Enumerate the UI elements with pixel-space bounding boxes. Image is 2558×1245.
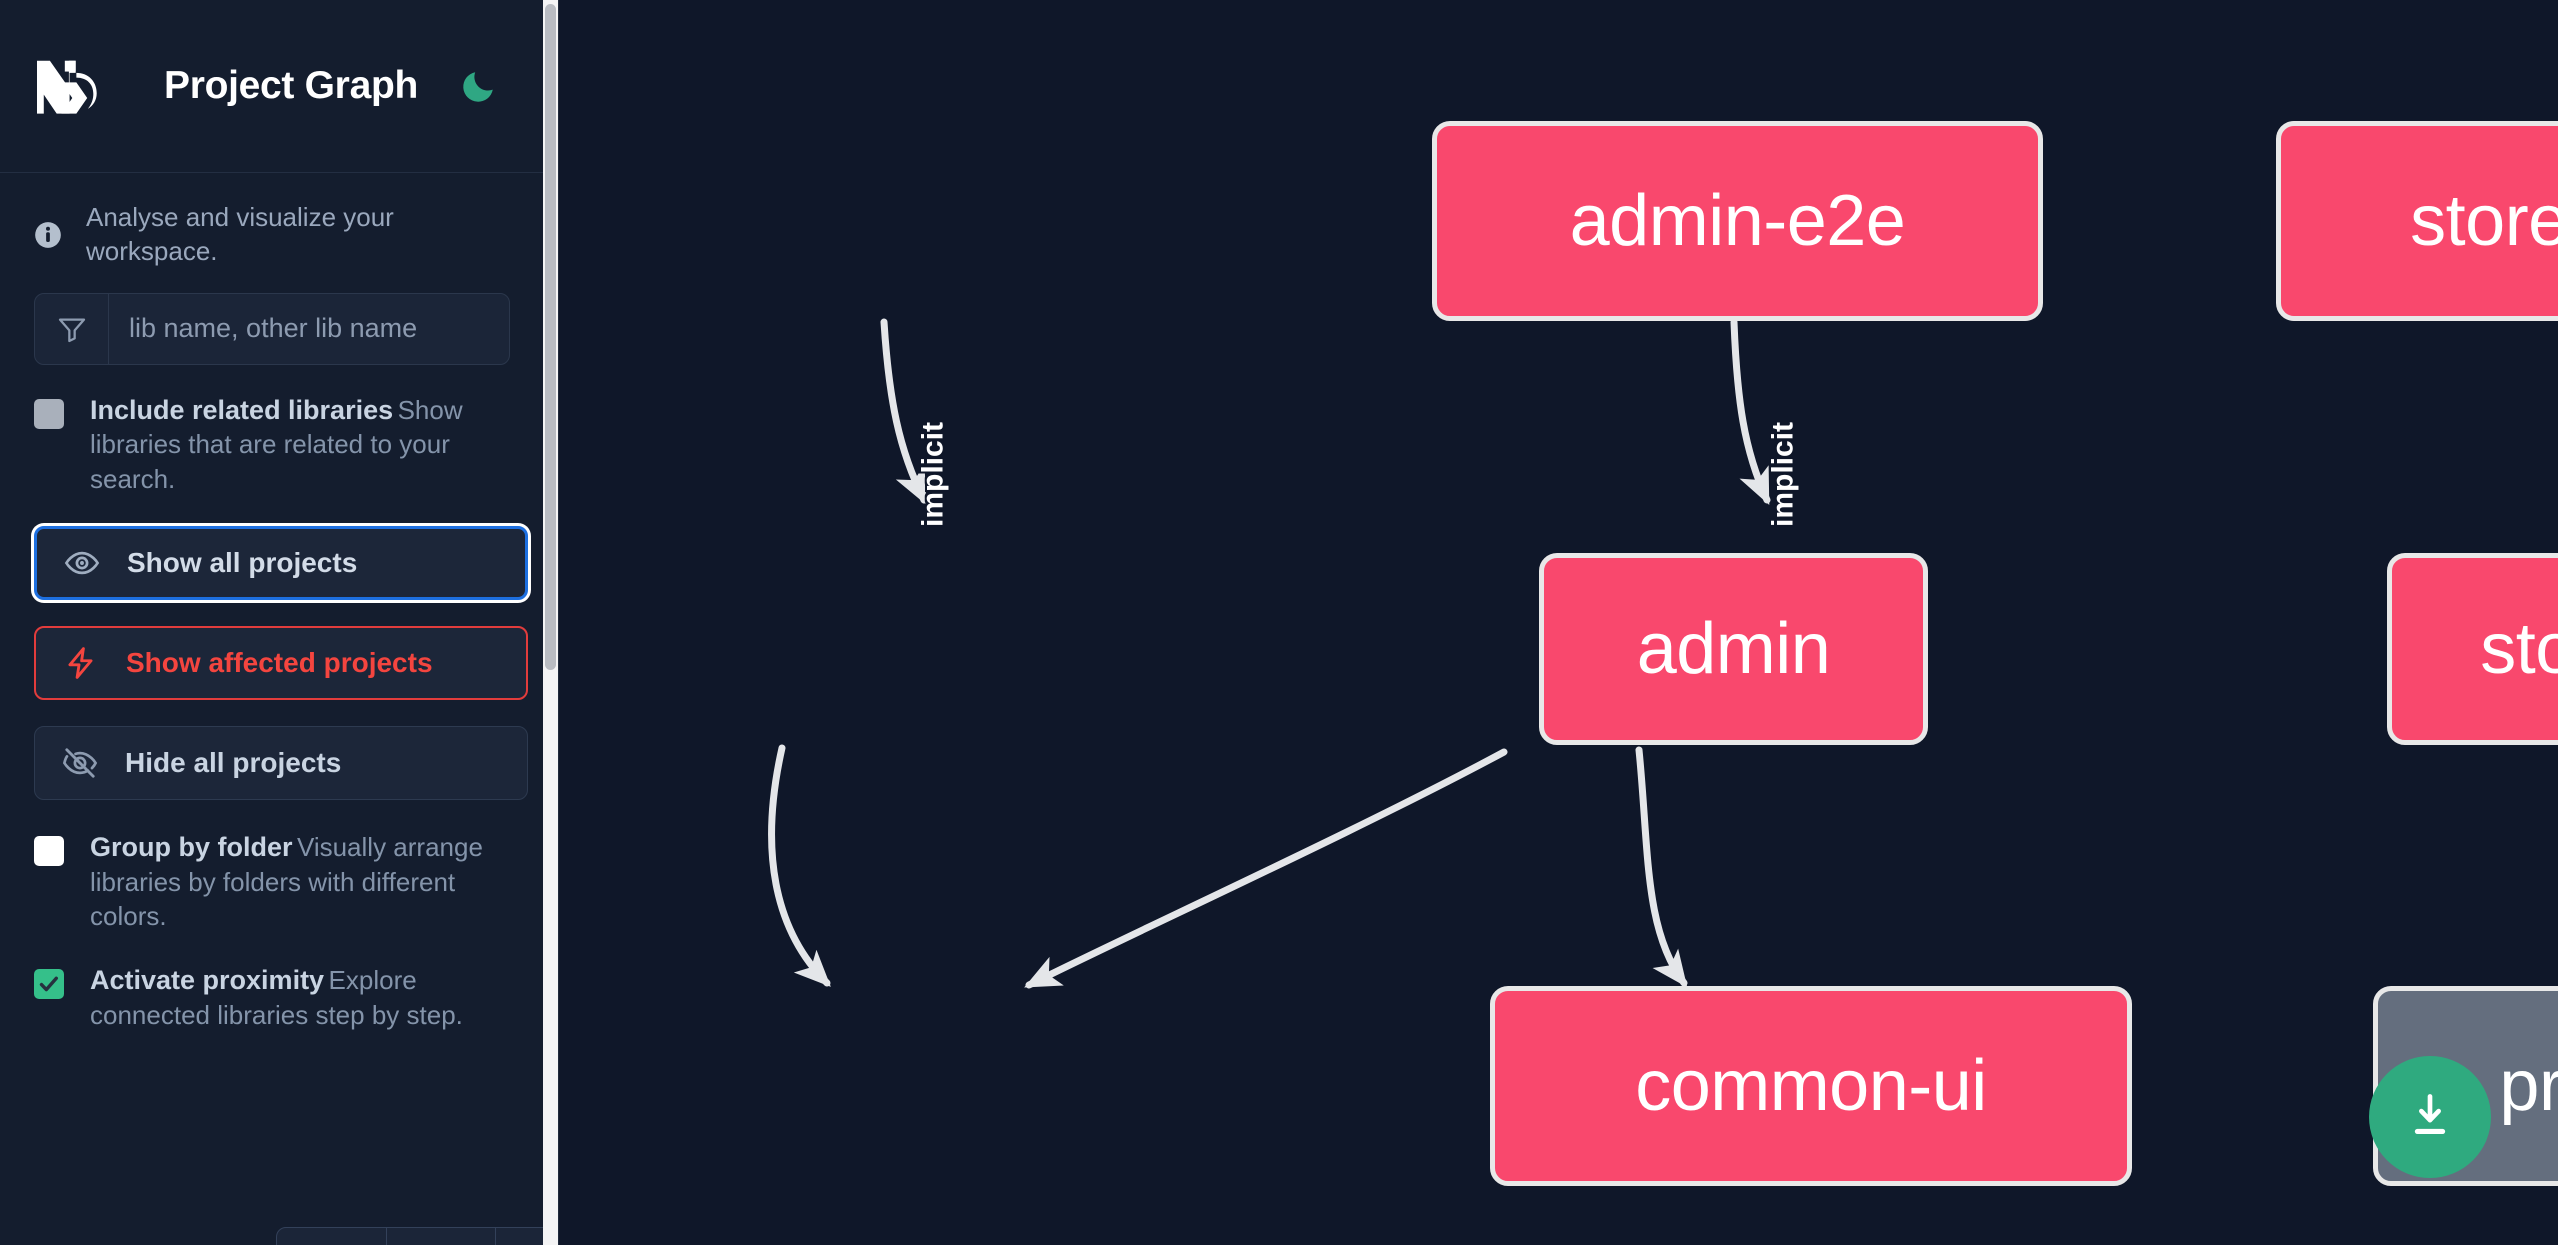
eye-slash-icon — [61, 744, 99, 782]
graph-node-label: products — [2499, 1046, 2558, 1126]
edge-label-store-e2e-store: implicit — [1766, 422, 1800, 528]
edge-label-admin-e2e-admin: implicit — [916, 422, 950, 528]
graph-node-label: common-ui — [1635, 1046, 1987, 1126]
segmented-option-2[interactable] — [387, 1228, 497, 1245]
graph-node-label: store — [2480, 609, 2558, 689]
option-activate-proximity[interactable]: Activate proximity Explore connected lib… — [34, 963, 510, 1032]
sidebar: Project Graph Analyse and visualize yo — [0, 0, 559, 1245]
option-label: Include related libraries — [90, 394, 394, 425]
workspace-info: Analyse and visualize your workspace. — [0, 173, 544, 293]
graph-node-label: admin-e2e — [1569, 181, 1906, 261]
checkbox-include-related-libraries[interactable] — [34, 398, 64, 429]
checkbox-group-by-folder[interactable] — [34, 835, 64, 866]
show-all-projects-button[interactable]: Show all projects — [34, 525, 528, 600]
edge-store-common-ui — [1024, 748, 1508, 989]
project-graph-canvas[interactable]: admin-e2e store-e2e admin store common-ui pro… — [559, 0, 2558, 1245]
show-affected-projects-button[interactable]: Show affected projects — [34, 625, 528, 700]
option-label: Group by folder — [90, 831, 293, 862]
graph-node-admin-e2e[interactable]: admin-e2e — [1432, 121, 2043, 321]
graph-edges — [768, 318, 1771, 989]
show-affected-projects-label: Show affected projects — [126, 646, 433, 678]
sidebar-scroll-region: Project Graph Analyse and visualize yo — [0, 0, 544, 1245]
option-label: Activate proximity — [90, 965, 325, 996]
graph-node-label: admin — [1636, 609, 1831, 689]
nx-logo-icon — [34, 58, 116, 115]
hide-all-projects-label: Hide all projects — [125, 746, 342, 778]
moon-icon[interactable] — [458, 65, 500, 107]
hide-all-projects-button[interactable]: Hide all projects — [34, 725, 528, 800]
sidebar-body: Include related libraries Show libraries… — [0, 292, 544, 1033]
graph-node-label: store-e2e — [2410, 181, 2558, 261]
option-group-by-folder[interactable]: Group by folder Visually arrange librari… — [34, 830, 510, 933]
info-circle-icon — [34, 221, 62, 249]
option-description: Visually arrange libraries by folders wi… — [90, 831, 483, 932]
download-graph-button[interactable] — [2369, 1056, 2491, 1178]
option-description: Explore connected libraries step by step… — [90, 965, 463, 1031]
lightning-bolt-icon — [62, 644, 100, 682]
graph-node-admin[interactable]: admin — [1539, 553, 1928, 745]
edge-admin-common-ui — [768, 744, 831, 987]
edge-store-products — [1635, 746, 1688, 988]
option-description: Show libraries that are related to your … — [90, 394, 463, 494]
graph-node-common-ui[interactable]: common-ui — [1490, 986, 2132, 1186]
proximity-segmented-control[interactable] — [276, 1227, 544, 1245]
show-all-projects-label: Show all projects — [127, 546, 358, 578]
sidebar-scrollbar-thumb[interactable] — [545, 4, 556, 670]
search-input[interactable] — [109, 293, 509, 364]
edge-store-e2e-store — [1730, 318, 1771, 505]
segmented-option-1[interactable] — [277, 1228, 387, 1245]
segmented-option-3[interactable] — [496, 1228, 544, 1245]
sidebar-header: Project Graph — [0, 0, 544, 173]
filter-funnel-icon — [35, 293, 109, 364]
graph-node-store[interactable]: store — [2387, 553, 2558, 745]
download-icon — [2402, 1088, 2458, 1147]
page-title: Project Graph — [164, 64, 418, 107]
project-visibility-buttons: Show all projects Show affected projects — [34, 525, 528, 800]
checkbox-activate-proximity[interactable] — [34, 969, 64, 1000]
search-field-wrapper[interactable] — [34, 292, 510, 365]
graph-node-store-e2e[interactable]: store-e2e — [2276, 121, 2558, 321]
workspace-info-text: Analyse and visualize your workspace. — [86, 202, 394, 266]
eye-icon — [63, 544, 101, 582]
option-include-related-libraries[interactable]: Include related libraries Show libraries… — [34, 393, 510, 496]
edge-admin-e2e-admin — [880, 318, 928, 505]
sidebar-scrollbar[interactable] — [543, 0, 558, 1245]
